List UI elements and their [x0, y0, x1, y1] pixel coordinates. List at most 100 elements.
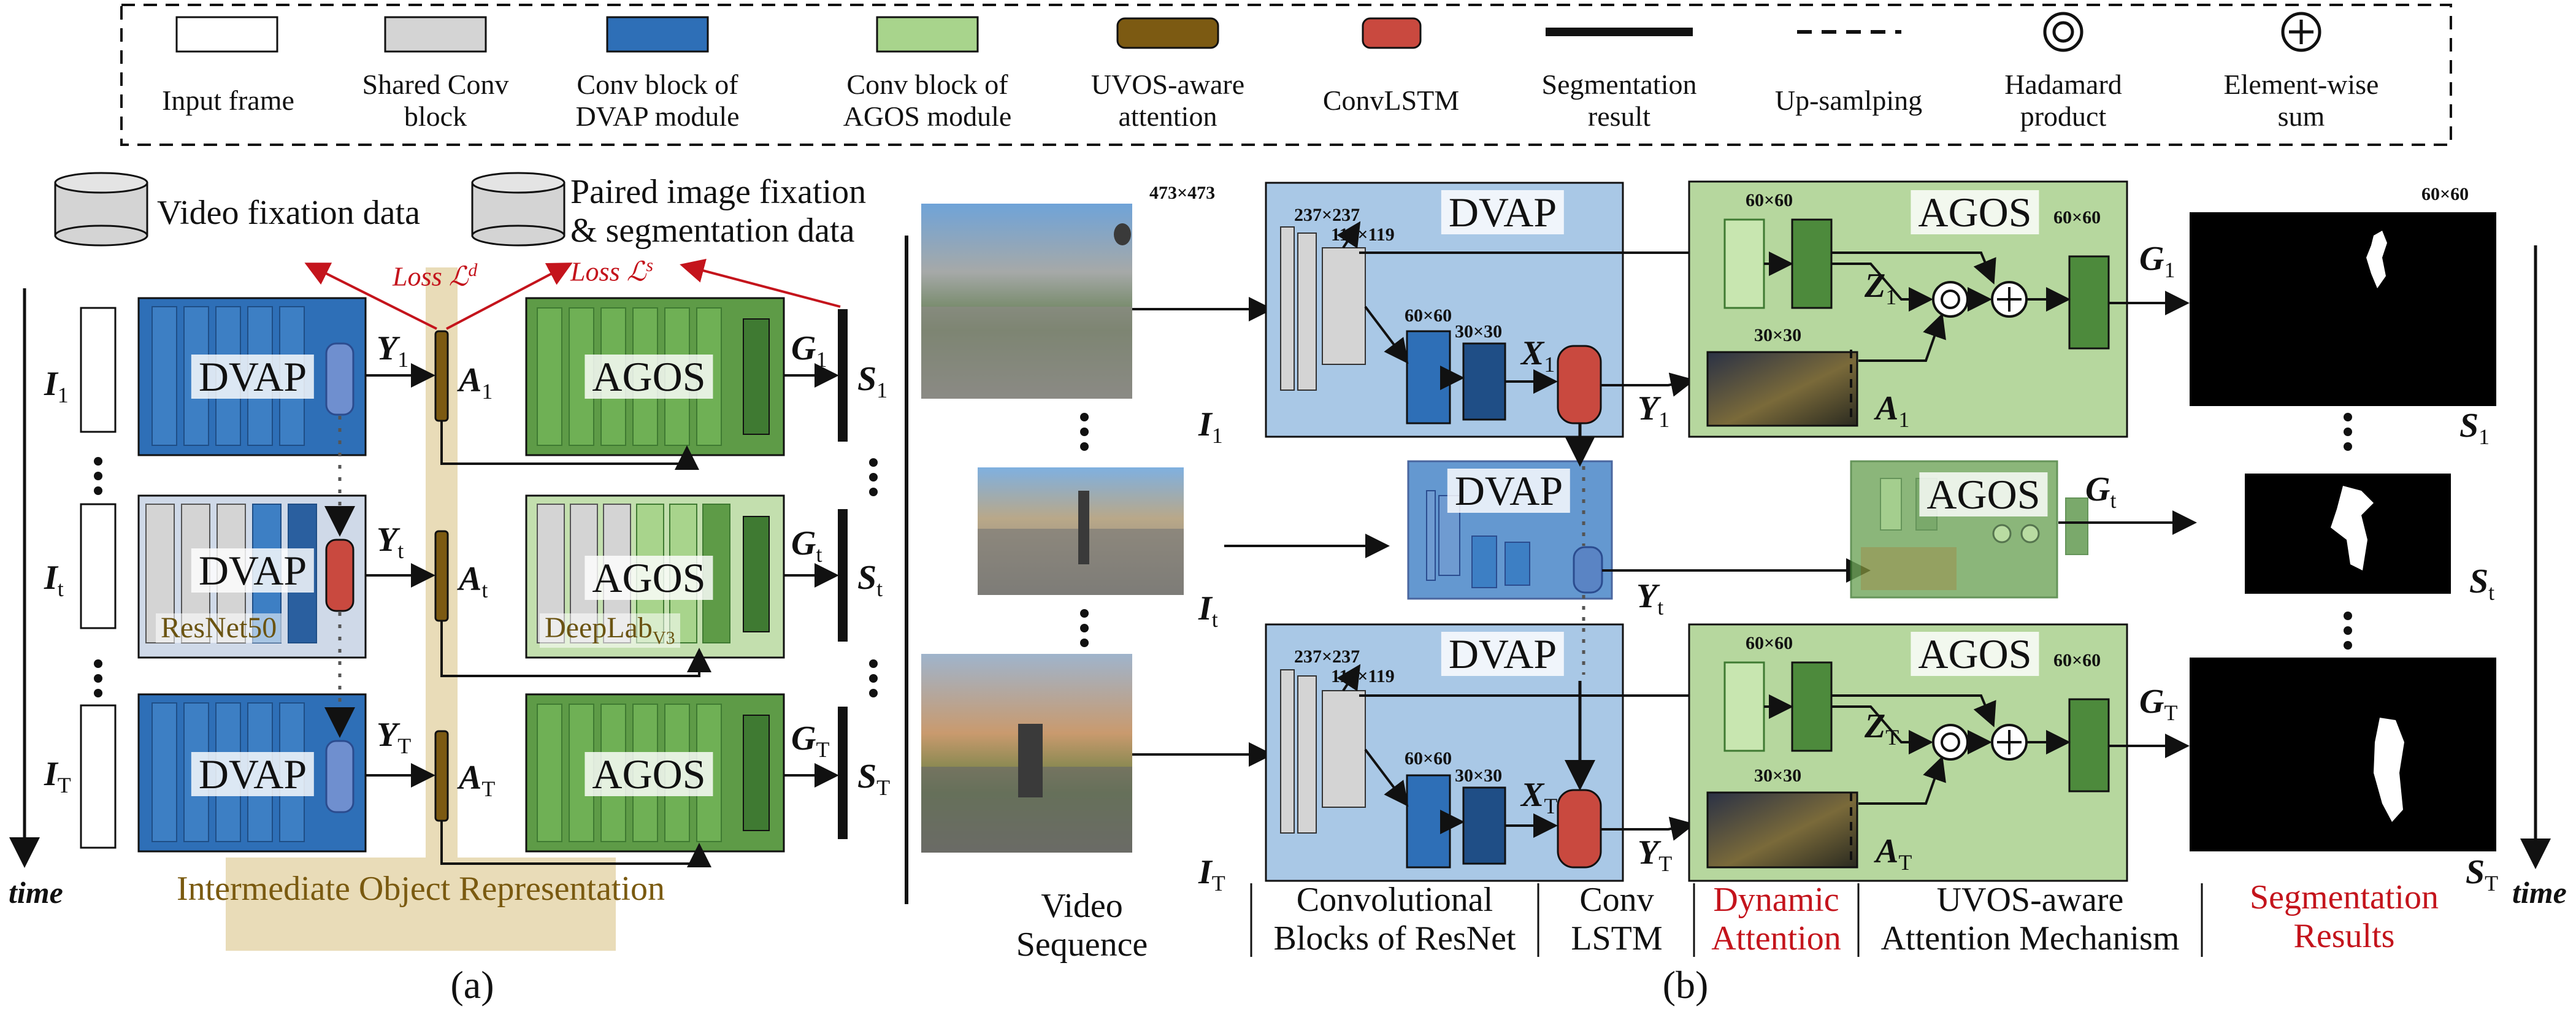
dim-30-agos-1: 30×30	[1754, 325, 1802, 345]
b-var-I-T: IT	[1198, 853, 1225, 896]
loss-d-label: Loss ℒd	[393, 260, 478, 292]
agos-detail-label-1: AGOS	[1911, 190, 2039, 234]
b-var-A-T: AT	[1876, 832, 1912, 875]
bottom-label-uvos-mechanism: UVOS-aware Attention Mechanism	[1880, 881, 2180, 958]
var-Y-1: Y1	[377, 329, 409, 372]
dvap-detail-row-t	[1407, 460, 1613, 600]
b-var-G-1: G1	[2139, 240, 2175, 283]
legend-dvap-conv-swatch	[606, 16, 709, 53]
b-var-I-1: I1	[1198, 405, 1223, 448]
ellipsis-masks	[2344, 413, 2352, 650]
b-var-Z-T: ZT	[1865, 707, 1899, 750]
var-Y-T: YT	[377, 716, 412, 759]
dim-30-row-1: 30×30	[1455, 321, 1503, 342]
video-fixation-data-label: Video fixation data	[157, 194, 420, 232]
sum-icon-1	[1991, 281, 2028, 318]
b-var-Y-T: YT	[1638, 834, 1673, 877]
arrows-agos-internal-1	[1764, 251, 2190, 362]
video-frame-t	[978, 467, 1184, 595]
bottom-separators	[1250, 883, 2203, 957]
segmentation-mask-1	[2190, 212, 2496, 406]
dvap-detail-label-t: DVAP	[1447, 469, 1571, 513]
bottom-label-conv-blocks: Convolutional Blocks of ResNet	[1273, 881, 1516, 958]
input-frame-T	[80, 704, 117, 849]
dim-60-row-T: 60×60	[1405, 748, 1452, 769]
segmentation-bar-T	[838, 707, 848, 839]
dim-60-agos-1-out: 60×60	[2053, 207, 2101, 228]
segmentation-mask-t	[2245, 474, 2451, 594]
hadamard-icon-1	[1932, 281, 1969, 318]
legend-attention-label: UVOS-aware attention	[1091, 69, 1245, 132]
var-S-T: ST	[857, 758, 891, 800]
sum-icon-T	[1991, 724, 2028, 761]
time-label-b: time	[2512, 875, 2567, 910]
agos-label-row-1: AGOS	[585, 355, 713, 399]
legend-agos-conv-label: Conv block of AGOS module	[843, 69, 1012, 132]
agos-detail-label-t: AGOS	[1919, 472, 2048, 516]
agos-label-row-T: AGOS	[585, 752, 713, 796]
legend-convlstm-swatch	[1362, 17, 1422, 49]
dvap-label-row-t: DVAP	[191, 548, 315, 593]
caption-b: (b)	[1662, 963, 1709, 1007]
ellipsis-video	[1080, 413, 1089, 647]
legend-shared-conv-label: Shared Conv block	[362, 69, 509, 132]
dim-119-row-T: 119×119	[1331, 666, 1395, 686]
b-var-I-t: It	[1198, 589, 1218, 632]
legend-hadamard-label: Hadamard product	[2004, 69, 2122, 132]
b-var-S-t: St	[2469, 562, 2495, 605]
legend-sum-icon	[2281, 12, 2321, 52]
var-I-t: It	[44, 559, 64, 602]
resnet50-label: ResNet50	[156, 613, 282, 643]
var-A-t: At	[459, 560, 488, 603]
dim-237-row-T: 237×237	[1294, 647, 1360, 667]
legend-dvap-conv-label: Conv block of DVAP module	[575, 69, 740, 132]
b-var-S-1: S1	[2459, 407, 2490, 450]
time-label-a: time	[9, 875, 63, 910]
b-var-X-T: XT	[1521, 776, 1558, 819]
arrows-agos-internal-T	[1764, 694, 2190, 805]
legend-convlstm-label: ConvLSTM	[1322, 85, 1460, 116]
arrows-dvap-to-agos	[1601, 372, 1871, 841]
video-frame-T	[921, 654, 1132, 853]
b-var-Z-1: Z1	[1865, 267, 1897, 310]
video-frame-1	[921, 204, 1132, 399]
legend-frame	[120, 4, 2452, 146]
dvap-detail-label-1: DVAP	[1441, 190, 1565, 234]
arrows-frames-to-dvap	[1132, 297, 1390, 767]
agos-label-row-t: AGOS	[585, 556, 713, 600]
legend-hadamard-icon	[2043, 12, 2083, 52]
arrows-agos-to-segmentation	[784, 363, 839, 788]
dim-30-agos-T: 30×30	[1754, 766, 1802, 786]
dim-473: 473×473	[1149, 183, 1216, 203]
b-var-Y-t: Yt	[1636, 577, 1664, 620]
var-S-t: St	[857, 559, 883, 602]
database-icon-video	[54, 172, 148, 247]
legend-input-frame-label: Input frame	[162, 85, 294, 116]
loss-s-label: Loss ℒs	[570, 255, 654, 287]
var-Y-t: Yt	[377, 521, 404, 564]
b-var-G-t: Gt	[2085, 470, 2117, 513]
b-var-Y-1: Y1	[1638, 390, 1670, 432]
database-icon-image	[471, 172, 565, 247]
arrows-dvap-to-attention	[366, 363, 435, 788]
attention-bar-t	[434, 530, 449, 622]
segmentation-bar-1	[838, 309, 848, 442]
bottom-label-conv-lstm: Conv LSTM	[1571, 881, 1663, 958]
loss-arrows	[304, 258, 841, 330]
dim-119-row-1: 119×119	[1331, 225, 1395, 245]
attention-bar-T	[434, 730, 449, 822]
dim-237-row-1: 237×237	[1294, 205, 1360, 225]
dim-30-row-T: 30×30	[1455, 766, 1503, 786]
dim-60-agos-1: 60×60	[1746, 190, 1793, 210]
arrows-dvap-internal	[1336, 221, 1720, 838]
input-frame-t	[80, 503, 117, 629]
legend-attention-swatch	[1116, 17, 1219, 49]
arrows-attention-to-agos	[440, 421, 711, 867]
caption-a: (a)	[450, 963, 494, 1007]
dvap-label-row-T: DVAP	[191, 752, 315, 796]
var-S-1: S1	[857, 360, 888, 403]
dim-60-agos-T: 60×60	[1746, 633, 1793, 653]
dvap-label-row-1: DVAP	[191, 355, 315, 399]
